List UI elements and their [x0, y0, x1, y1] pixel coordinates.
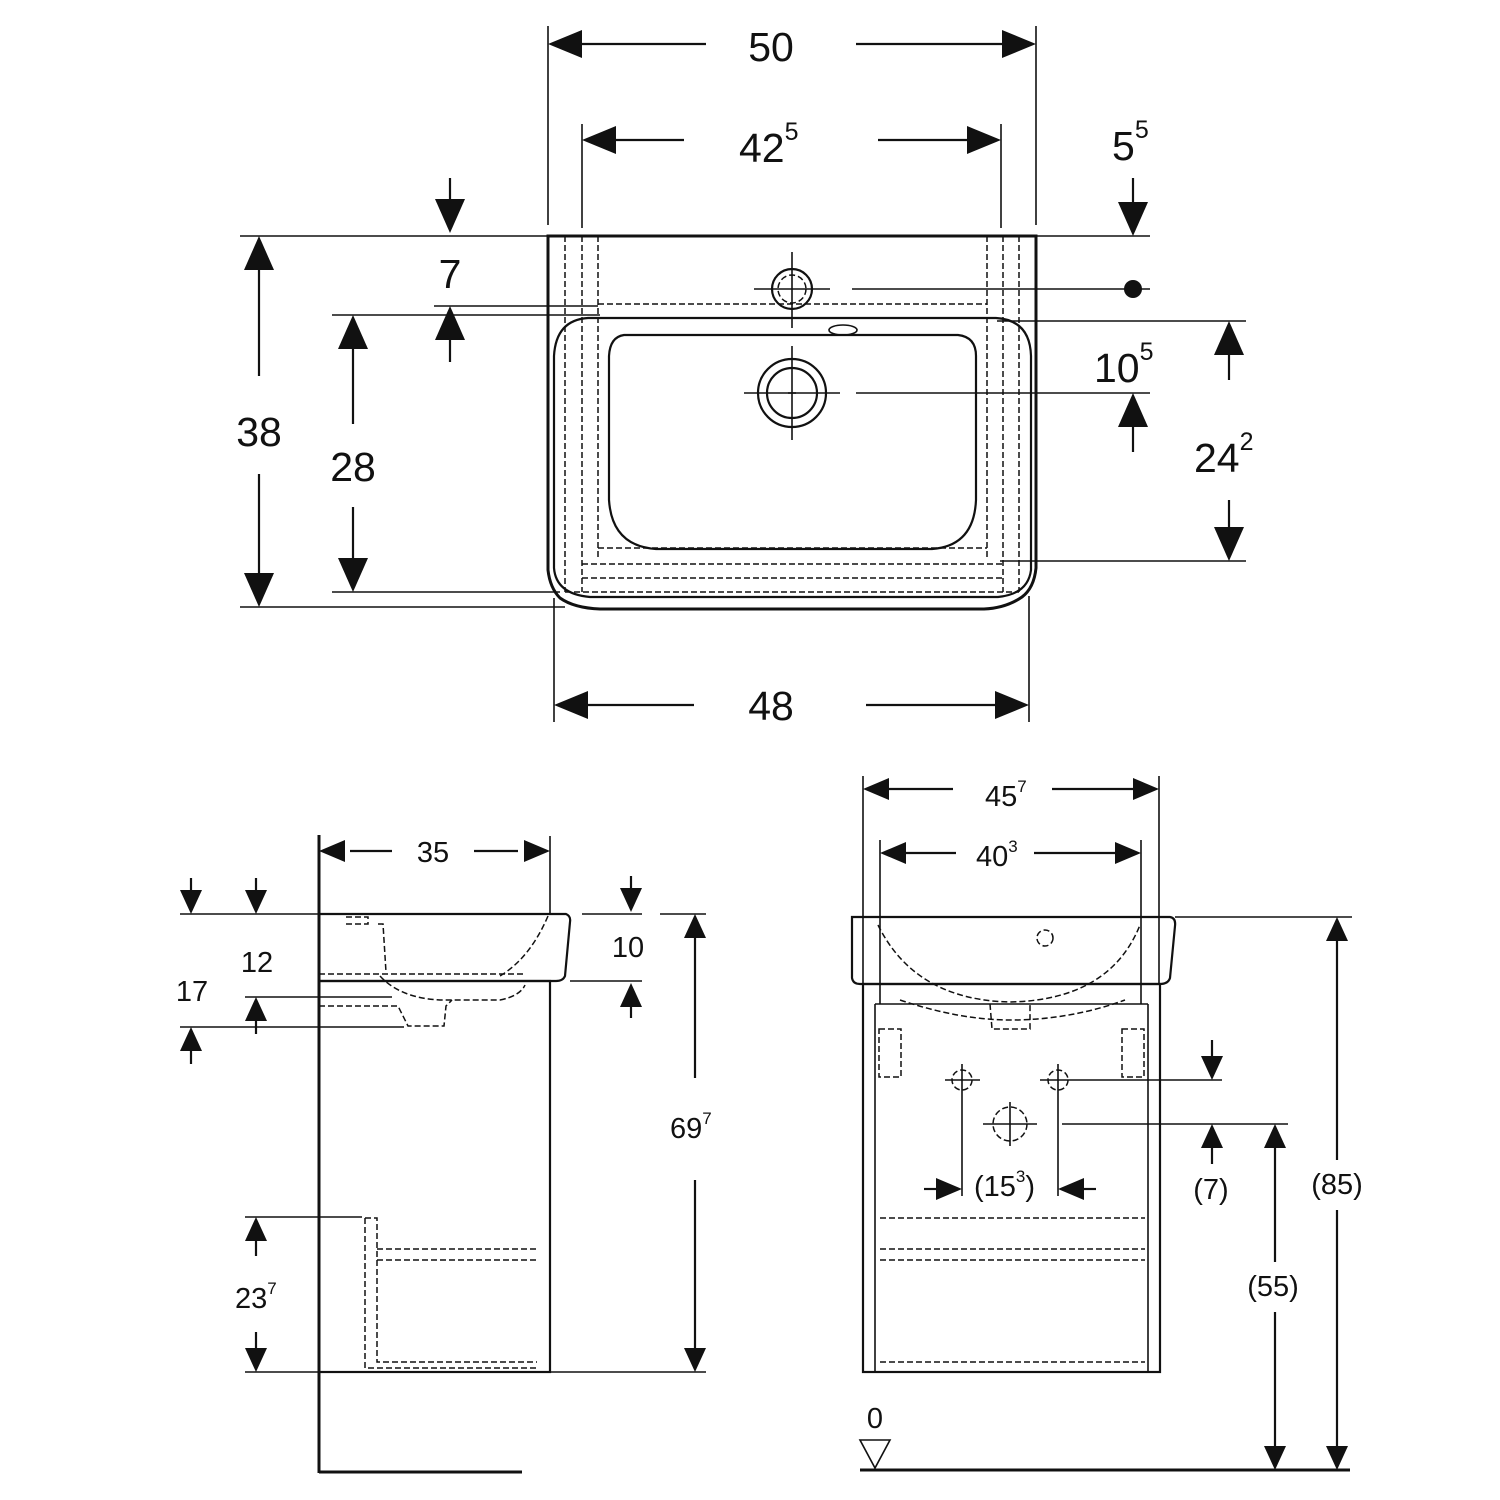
front-view: 457 403 (153) (7) (85) (55) — [850, 776, 1363, 1472]
dim-front-inner-width: 403 — [976, 837, 1018, 873]
overflow-hole — [828, 324, 858, 336]
side-view: 35 12 17 10 697 — [176, 835, 712, 1474]
tap-hole-symbol — [754, 252, 830, 328]
dim-drawer-height: 237 — [235, 1279, 277, 1315]
dim-cabinet-width: 457 — [985, 777, 1027, 813]
basin-outer-outline — [546, 234, 1038, 611]
dim-base-width: 48 — [748, 683, 794, 729]
dim-rim-to-tap: 7 — [439, 251, 462, 297]
dim-basin-thickness: 10 — [612, 932, 644, 964]
dim-overall-depth: 38 — [236, 409, 282, 455]
dim-fixing-height: (55) — [1247, 1271, 1299, 1303]
side-cabinet — [317, 979, 552, 1374]
dim-tap-to-drain: 105 — [1094, 338, 1154, 391]
dim-bowl-depth: 242 — [1194, 428, 1254, 481]
dim-inner-width: 425 — [739, 118, 799, 171]
drain-symbol — [744, 346, 840, 440]
water-connection — [983, 1102, 1288, 1146]
basin-side-profile — [319, 912, 572, 983]
dim-total-height: (85) — [1311, 1169, 1363, 1201]
dim-tap-offset: 55 — [1112, 116, 1149, 169]
dim-rim-to-drain: 12 — [241, 947, 273, 979]
dim-rim-to-trap: 17 — [176, 976, 208, 1008]
dim-basin-depth: 28 — [330, 444, 376, 490]
bowl-outline — [607, 333, 978, 551]
floor-level-marker — [858, 1439, 892, 1470]
front-cabinet — [861, 982, 1162, 1374]
top-view: 50 425 55 38 28 — [236, 24, 1253, 729]
dim-fixing-spacing: (153) — [974, 1167, 1035, 1203]
basin-rim-outline — [552, 316, 1033, 599]
basin-front-profile — [850, 915, 1177, 986]
floor-level-label: 0 — [867, 1403, 883, 1435]
hidden-lines — [564, 236, 1020, 593]
fixing-point-left — [945, 1064, 980, 1196]
dim-side-depth: 35 — [417, 837, 449, 869]
dim-overall-width: 50 — [748, 24, 794, 70]
dim-fixing-offset: (7) — [1193, 1174, 1228, 1206]
fixing-point-right — [1040, 1064, 1222, 1196]
dim-cabinet-height: 697 — [670, 1109, 712, 1145]
